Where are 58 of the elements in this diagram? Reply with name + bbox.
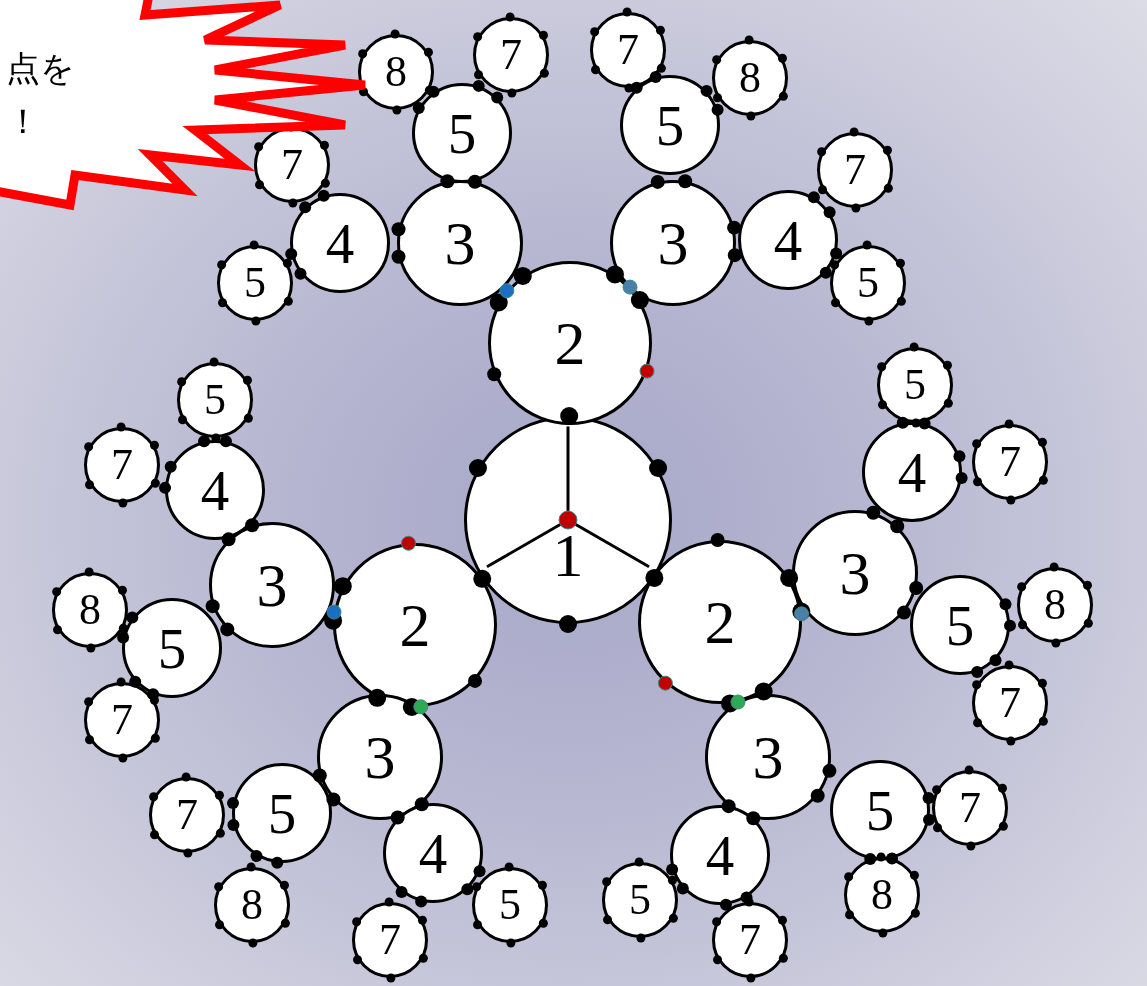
circle-number: 7: [111, 443, 133, 487]
circle-number: 2: [704, 591, 736, 653]
circle-number: 5: [865, 781, 895, 839]
callout-text: 点を！: [6, 47, 76, 143]
circle-number: 3: [839, 542, 871, 604]
circle-number: 8: [79, 588, 101, 632]
numbered-circle: [214, 867, 290, 943]
circle-number: 3: [752, 726, 784, 788]
circle-number: 7: [281, 143, 303, 187]
circle-number: 5: [267, 784, 297, 842]
circle-number: 7: [999, 681, 1021, 725]
numbered-circle: [473, 17, 549, 93]
circle-number: 7: [999, 440, 1021, 484]
circle-number: 3: [657, 212, 689, 274]
circle-number: 5: [904, 363, 926, 407]
circle-number: 4: [705, 826, 735, 884]
circle-number: 7: [379, 918, 401, 962]
circle-number: 8: [385, 50, 407, 94]
circle-number: 8: [871, 873, 893, 917]
numbered-circle: [358, 34, 434, 110]
circle-number: 5: [447, 104, 477, 162]
circle-number: 4: [325, 214, 355, 272]
circle-number: 8: [241, 883, 263, 927]
circle-number: 3: [444, 212, 476, 274]
circle-number: 4: [200, 461, 230, 519]
circle-number: 7: [739, 918, 761, 962]
circle-number: 7: [500, 33, 522, 77]
numbered-circle: [352, 902, 428, 978]
numbered-circle: [602, 862, 678, 938]
circle-number: 7: [617, 28, 639, 72]
numbered-circle: [817, 132, 893, 208]
circle-number: 3: [256, 554, 288, 616]
circle-number: 7: [959, 786, 981, 830]
circle-number: 5: [244, 261, 266, 305]
circle-number: 8: [1044, 583, 1066, 627]
circle-number: 5: [157, 619, 187, 677]
numbered-circle: [712, 40, 788, 116]
circle-number: 5: [655, 96, 685, 154]
numbered-circle: [712, 902, 788, 978]
circle-number: 2: [554, 312, 586, 374]
circle-number: 5: [857, 261, 879, 305]
circle-number: 3: [364, 726, 396, 788]
circle-number: 7: [176, 793, 198, 837]
circle-number: 2: [399, 594, 431, 656]
numbered-circle: [472, 867, 548, 943]
circle-number: 1: [552, 524, 584, 586]
circle-number: 7: [844, 148, 866, 192]
numbered-circle: [972, 665, 1048, 741]
circle-number: 5: [629, 878, 651, 922]
circle-number: 7: [111, 698, 133, 742]
circle-number: 4: [897, 443, 927, 501]
numbered-circle: [844, 857, 920, 933]
circle-number: 4: [418, 824, 448, 882]
circle-number: 5: [945, 596, 975, 654]
circle-number: 8: [739, 56, 761, 100]
circle-number: 4: [773, 211, 803, 269]
circle-number: 5: [499, 883, 521, 927]
circle-number: 5: [204, 378, 226, 422]
